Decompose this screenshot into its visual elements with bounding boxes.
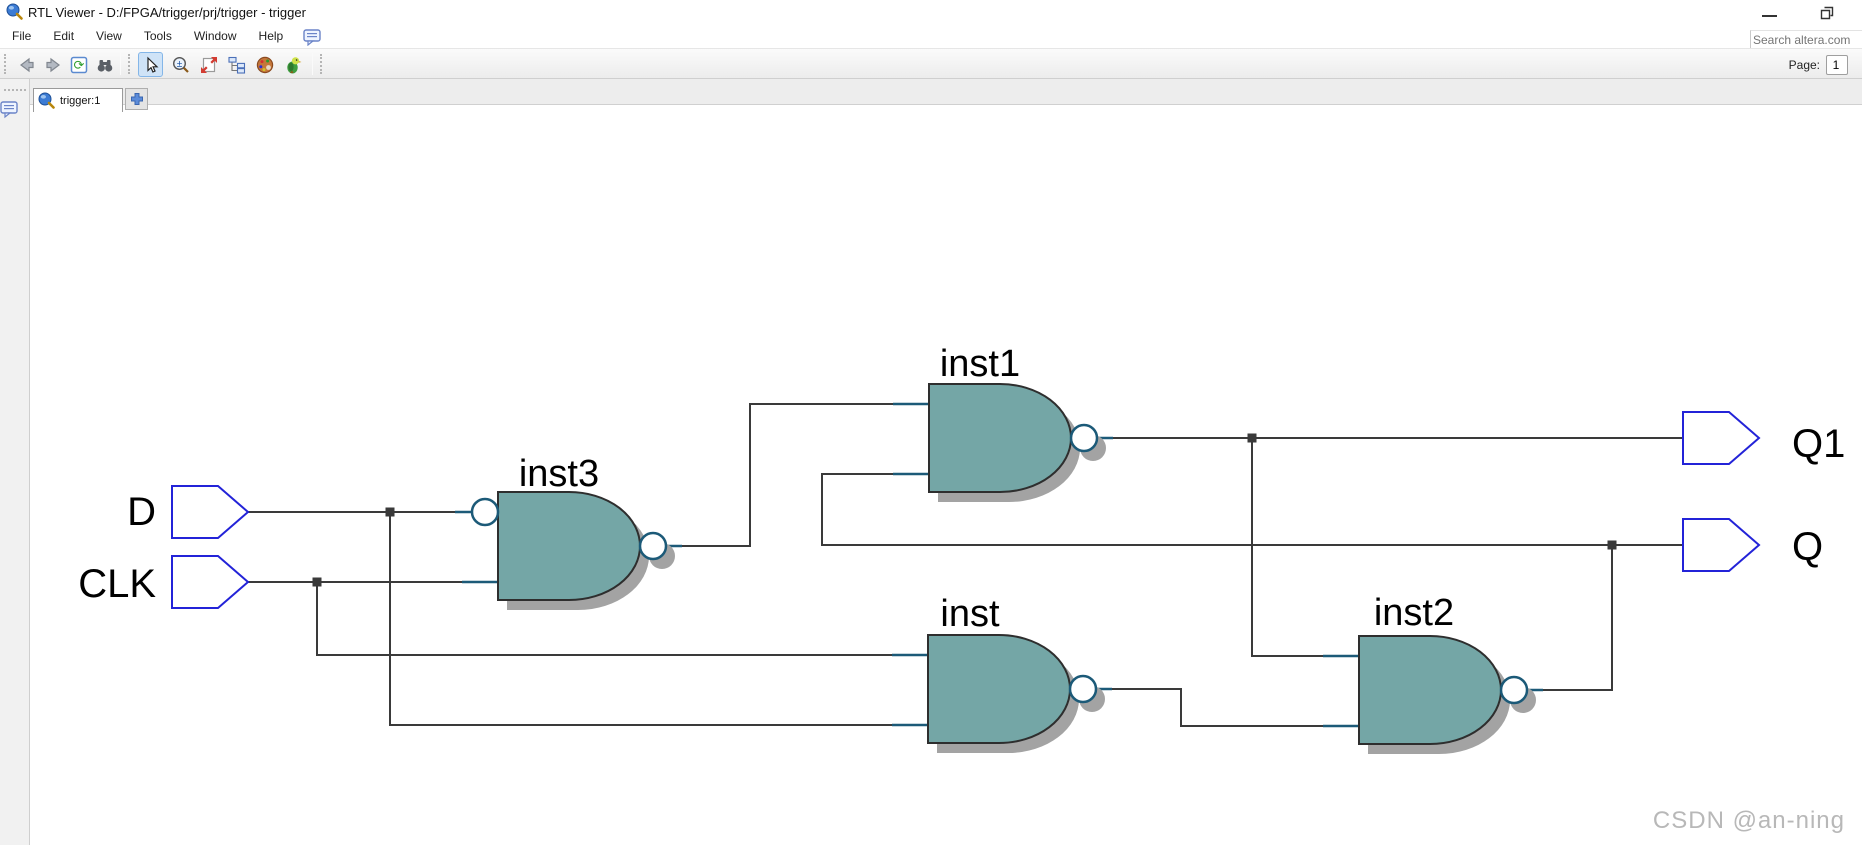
zoom-tool-button[interactable]: ± — [168, 52, 193, 77]
find-binoculars-icon — [97, 59, 112, 72]
wire-clk-to-inst — [316, 582, 892, 656]
titlebar: RTL Viewer - D:/FPGA/trigger/prj/trigger… — [0, 0, 1862, 24]
search-box — [1750, 30, 1862, 49]
input-port-d[interactable] — [171, 485, 250, 539]
gate-inst[interactable] — [927, 634, 1105, 753]
junction-dots — [312, 433, 1617, 587]
cursor-tool-button[interactable] — [138, 52, 163, 77]
bird-icon — [286, 56, 301, 73]
cursor-select-icon — [146, 56, 158, 73]
back-button[interactable] — [14, 52, 39, 77]
search-input[interactable] — [1751, 32, 1859, 48]
sidebar-notes-bubble-icon[interactable] — [0, 101, 20, 119]
back-icon — [19, 57, 34, 72]
window-title: RTL Viewer - D:/FPGA/trigger/prj/trigger… — [28, 5, 306, 20]
toolbar-separator — [312, 53, 313, 75]
wire-q1-to-inst2 — [1251, 438, 1323, 657]
refresh-icon: ⟳ — [70, 56, 87, 73]
toolbar-drag-handle[interactable] — [320, 54, 323, 74]
page-control: Page: — [1789, 55, 1848, 75]
restore-button[interactable] — [1820, 6, 1834, 20]
input-port-clk[interactable] — [171, 555, 250, 609]
add-tab-plus-icon — [130, 93, 143, 105]
sidebar-drag-handle[interactable] — [3, 89, 26, 91]
input-label-d: D — [127, 490, 156, 534]
wire-inst3-to-inst1 — [682, 403, 893, 547]
menu-window[interactable]: Window — [193, 29, 237, 43]
zoom-magnifier-icon: ± — [172, 56, 189, 73]
bird-button[interactable] — [280, 52, 305, 77]
menu-view[interactable]: View — [96, 29, 122, 43]
gate-label-inst3: inst3 — [519, 453, 599, 495]
gate-pins — [455, 402, 1543, 728]
toolbar-separator — [120, 53, 121, 75]
gate-label-inst: inst — [940, 593, 1000, 635]
menu-help[interactable]: Help — [258, 29, 284, 43]
refresh-button[interactable]: ⟳ — [66, 52, 91, 77]
menubar: File Edit View Tools Window Help — [0, 24, 1862, 49]
gate-label-inst1: inst1 — [940, 343, 1020, 385]
tab-label: trigger:1 — [60, 94, 101, 107]
tab-magnifier-icon — [38, 92, 55, 109]
svg-text:±: ± — [176, 59, 182, 70]
toolbar: ⟳ ± — [0, 48, 1862, 79]
gate-label-inst2: inst2 — [1374, 592, 1454, 634]
output-label-q1: Q1 — [1792, 422, 1845, 466]
menu-file[interactable]: File — [12, 29, 32, 43]
gate-inst3[interactable] — [470, 491, 675, 610]
find-button[interactable] — [92, 52, 117, 77]
color-palette-icon — [256, 56, 273, 73]
page-label: Page: — [1788, 58, 1820, 72]
output-port-q[interactable] — [1682, 518, 1761, 572]
svg-text:⟳: ⟳ — [73, 58, 84, 73]
page-field — [1826, 55, 1848, 75]
toolbar-drag-handle[interactable] — [4, 54, 7, 74]
output-port-q1[interactable] — [1682, 411, 1761, 465]
page-input[interactable] — [1827, 57, 1845, 73]
tabbar — [0, 79, 1862, 105]
hierarchy-button[interactable] — [224, 52, 249, 77]
input-label-clk: CLK — [78, 562, 156, 606]
new-tab-button[interactable] — [125, 88, 148, 110]
wire-inst2-out — [1543, 545, 1613, 691]
fit-view-icon — [200, 56, 217, 73]
left-sidebar — [0, 79, 30, 845]
tab-trigger-1[interactable]: trigger:1 — [33, 88, 123, 112]
notes-bubble-icon[interactable] — [303, 28, 321, 46]
hierarchy-tree-icon — [227, 56, 245, 74]
watermark: CSDN @an-ning — [1652, 807, 1845, 834]
gate-inst2[interactable] — [1358, 635, 1536, 754]
forward-icon — [45, 57, 60, 72]
gate-inst1[interactable] — [928, 383, 1106, 502]
menu-tools[interactable]: Tools — [143, 29, 172, 43]
wire-inst-to-inst2 — [1112, 688, 1323, 727]
toolbar-drag-handle[interactable] — [128, 54, 131, 74]
menu-edit[interactable]: Edit — [53, 29, 75, 43]
rtl-viewer-app-icon — [6, 3, 23, 20]
minimize-button[interactable] — [1762, 15, 1777, 17]
palette-button[interactable] — [252, 52, 277, 77]
forward-button[interactable] — [40, 52, 65, 77]
wires[interactable] — [248, 403, 1683, 727]
output-label-q: Q — [1792, 525, 1823, 569]
fit-view-button[interactable] — [196, 52, 221, 77]
